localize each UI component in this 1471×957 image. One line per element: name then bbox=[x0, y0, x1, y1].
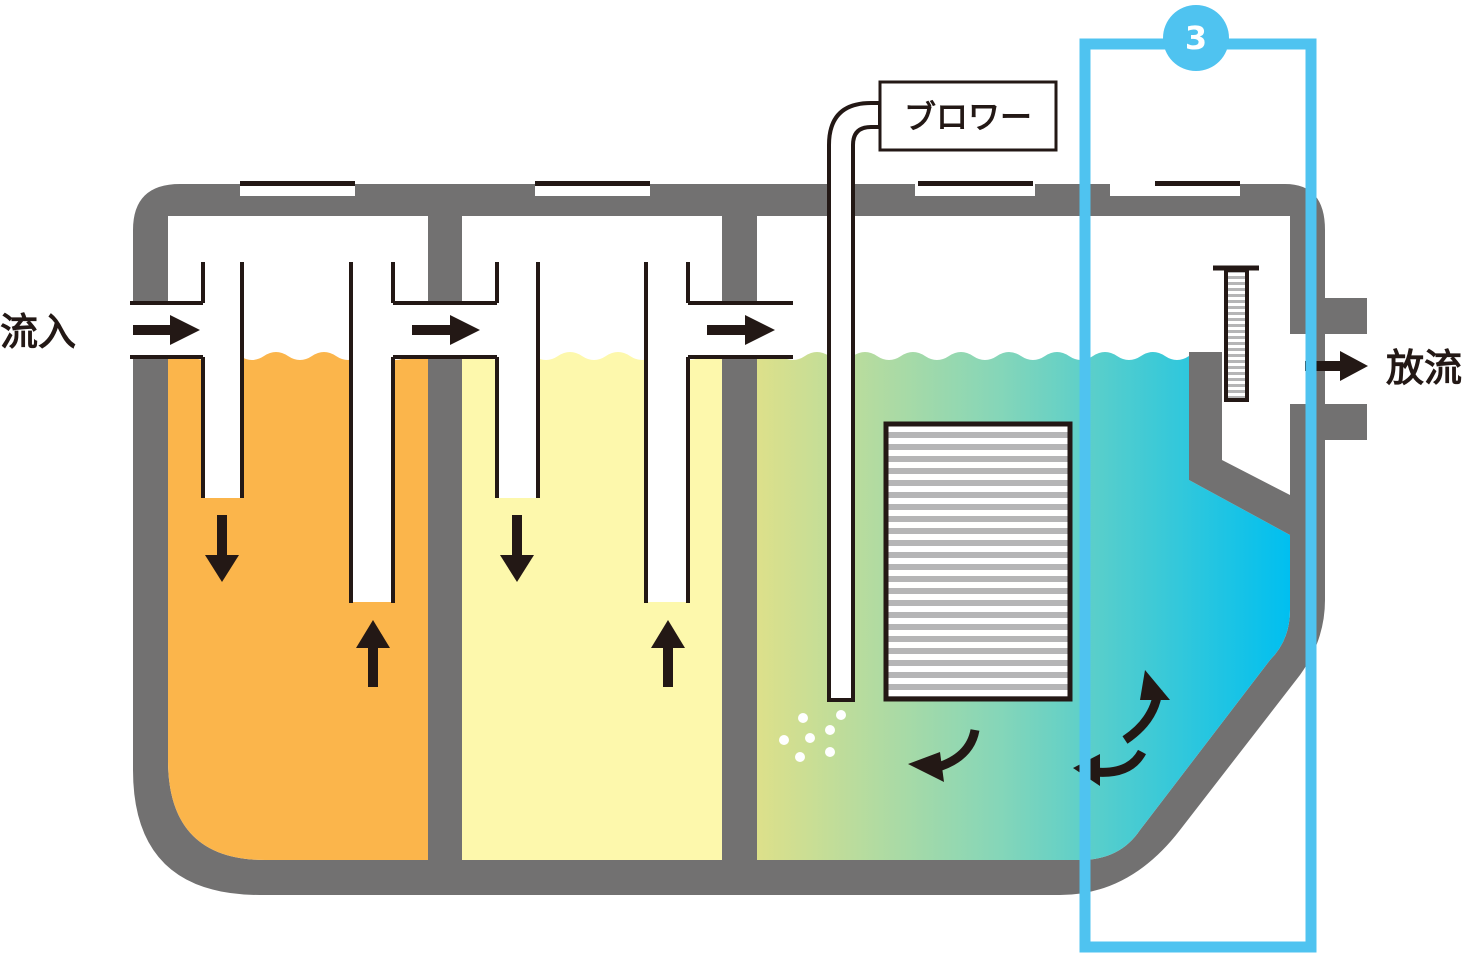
section-badge bbox=[1163, 5, 1229, 71]
manhole-lid-3 bbox=[918, 181, 1033, 186]
outflow-arrow bbox=[1305, 351, 1368, 381]
section-badge-number: 3 bbox=[1185, 19, 1207, 57]
blower-box bbox=[878, 80, 1058, 152]
disinfection-tube bbox=[1213, 265, 1259, 402]
down-arrow-1 bbox=[205, 515, 239, 582]
manhole-lid-1 bbox=[240, 181, 355, 186]
tank-body bbox=[133, 181, 1367, 895]
outlet-sump-wall bbox=[1189, 352, 1290, 535]
manhole-lid-2 bbox=[535, 181, 650, 186]
blower-label: ブロワー bbox=[904, 98, 1032, 136]
inflow-label: 流入 bbox=[0, 310, 76, 354]
cross-pipe-arrow-2 bbox=[707, 315, 775, 345]
pipes bbox=[130, 262, 793, 603]
contact-filter-media bbox=[883, 421, 1073, 702]
up-arrow-1 bbox=[356, 620, 390, 687]
air-bubbles bbox=[779, 710, 846, 762]
blower-assembly: ブロワー bbox=[779, 80, 1058, 762]
up-arrow-2 bbox=[651, 620, 685, 687]
manhole-lid-4 bbox=[1155, 181, 1240, 186]
down-arrow-2 bbox=[500, 515, 534, 582]
cross-pipe-arrow-1 bbox=[412, 315, 480, 345]
flow-arrows bbox=[133, 315, 1368, 687]
outflow-label: 放流 bbox=[1386, 346, 1462, 390]
inflow-arrow bbox=[133, 315, 200, 345]
circulation-arrow-lower bbox=[1094, 749, 1146, 777]
highlight-frame-section-3: 3 bbox=[1079, 5, 1317, 953]
